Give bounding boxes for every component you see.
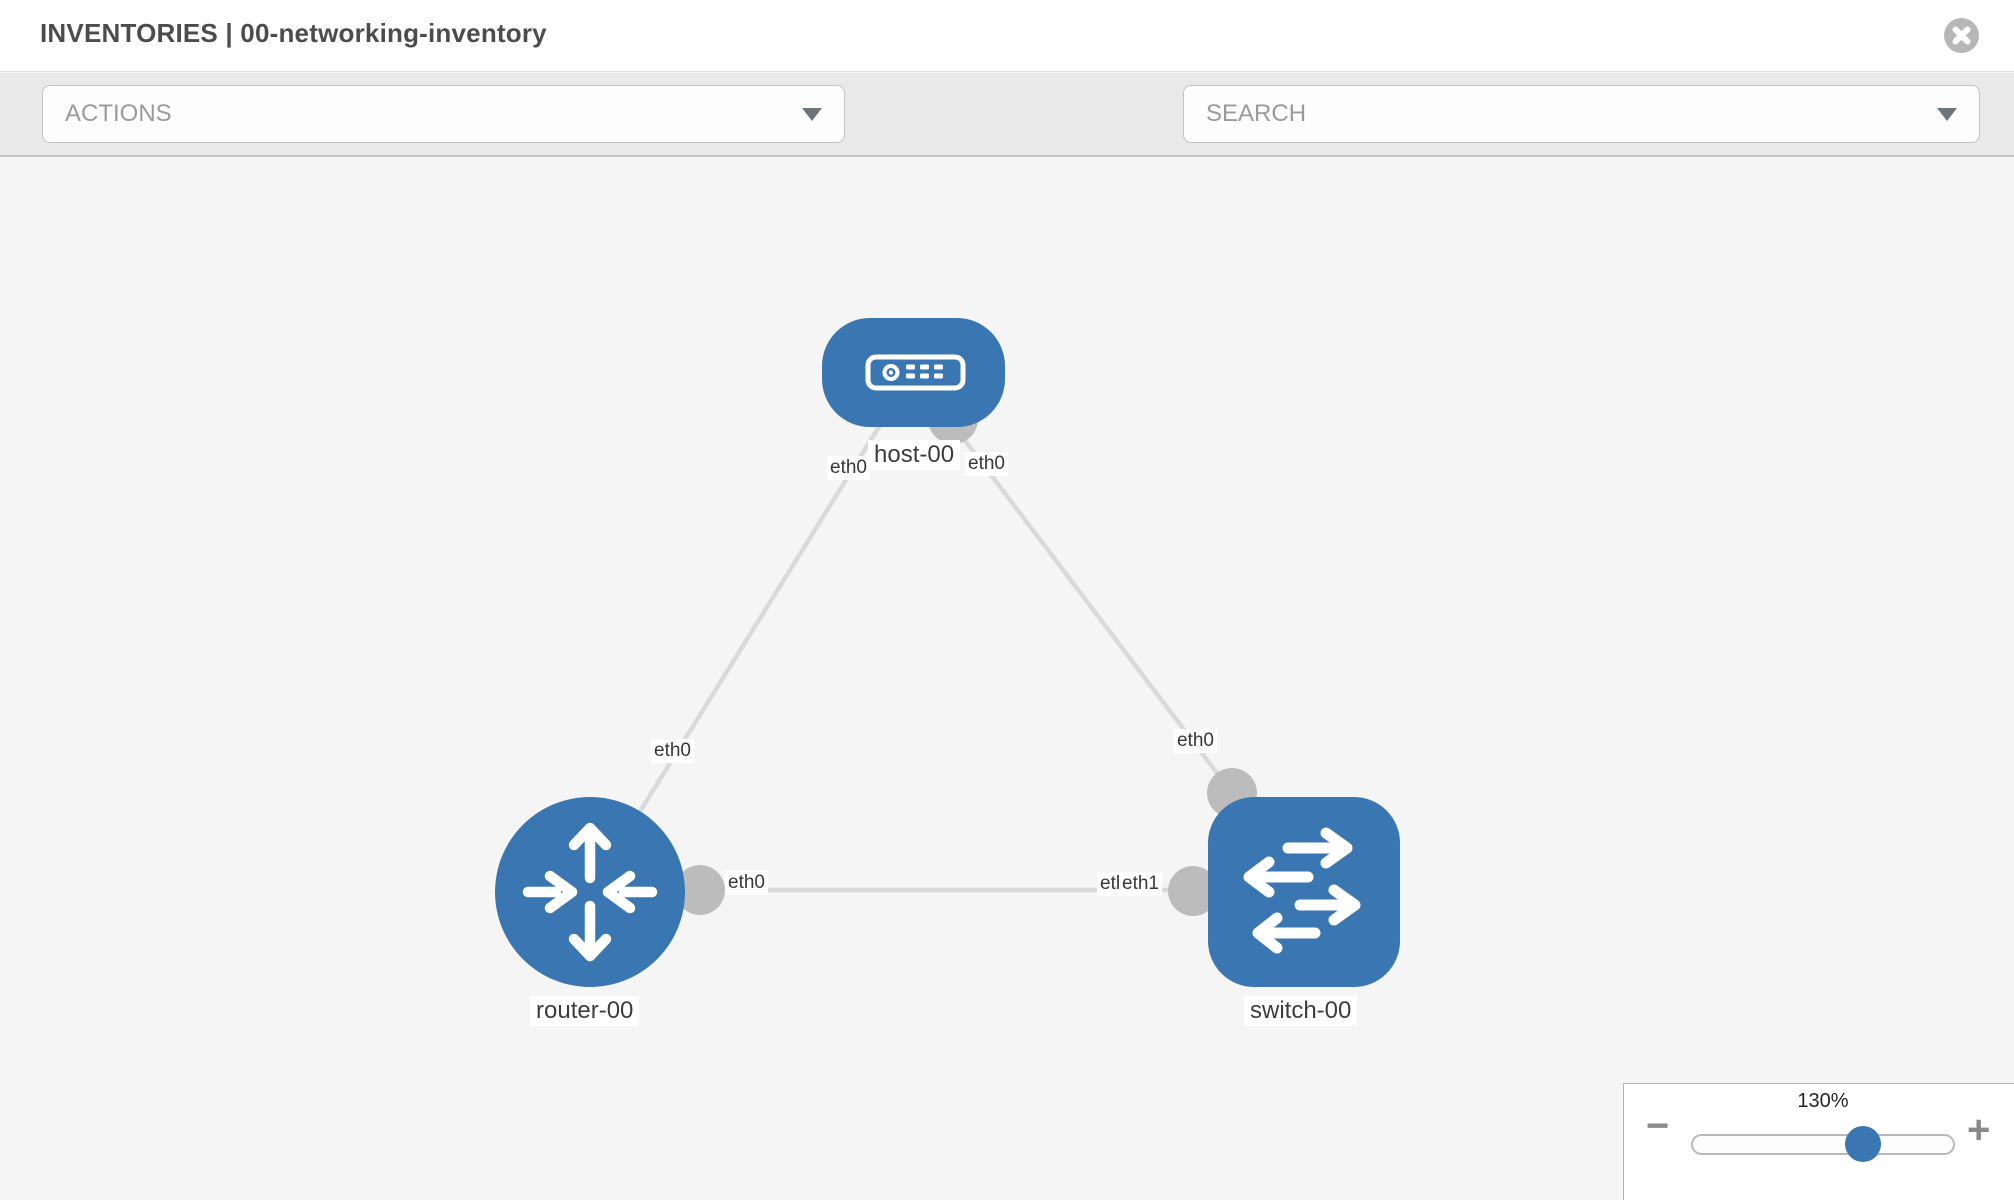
chevron-down-icon	[1937, 107, 1957, 121]
interface-label: eth0	[1174, 729, 1217, 753]
chevron-down-icon	[802, 107, 822, 121]
node-switch[interactable]	[1208, 797, 1400, 987]
page-title: INVENTORIES | 00-networking-inventory	[40, 18, 547, 48]
node-label-host: host-00	[868, 440, 961, 470]
port-circle[interactable]	[675, 865, 725, 915]
node-host[interactable]	[822, 318, 1005, 427]
interface-label: eth0	[965, 452, 1008, 476]
node-label-router: router-00	[530, 996, 640, 1026]
close-button[interactable]	[1944, 18, 1979, 53]
close-icon	[1952, 26, 1971, 45]
zoom-in-button[interactable]: +	[1967, 1108, 1991, 1152]
node-router[interactable]	[495, 797, 685, 987]
host-icon	[865, 354, 966, 391]
actions-dropdown[interactable]: ACTIONS	[42, 85, 845, 143]
toolbar: ACTIONS SEARCH	[0, 73, 2014, 205]
interface-label: eth0	[725, 871, 768, 895]
zoom-level: 130%	[1797, 1090, 1849, 1112]
link-host-switch[interactable]	[911, 370, 1234, 795]
zoom-slider-handle[interactable]	[1845, 1126, 1881, 1162]
zoom-slider-track[interactable]	[1691, 1134, 1955, 1155]
port-circle[interactable]	[1168, 866, 1218, 916]
zoom-out-button[interactable]: −	[1646, 1104, 1670, 1148]
search-dropdown[interactable]: SEARCH	[1183, 85, 1980, 143]
interface-label: eth0	[827, 456, 870, 480]
header: INVENTORIES | 00-networking-inventory	[0, 0, 2014, 72]
interface-label: eth1	[1119, 872, 1162, 896]
node-label-switch: switch-00	[1244, 996, 1358, 1026]
router-icon	[522, 822, 658, 962]
interface-label: eth0	[651, 739, 694, 763]
actions-dropdown-label: ACTIONS	[65, 100, 172, 127]
search-dropdown-label: SEARCH	[1206, 100, 1307, 127]
switch-icon	[1243, 827, 1361, 954]
topology-canvas[interactable]: eth0 eth0 eth0 eth0 eth0 eth0 eth1 host-…	[0, 157, 2014, 1200]
zoom-control-panel: 130% − +	[1623, 1083, 2014, 1200]
